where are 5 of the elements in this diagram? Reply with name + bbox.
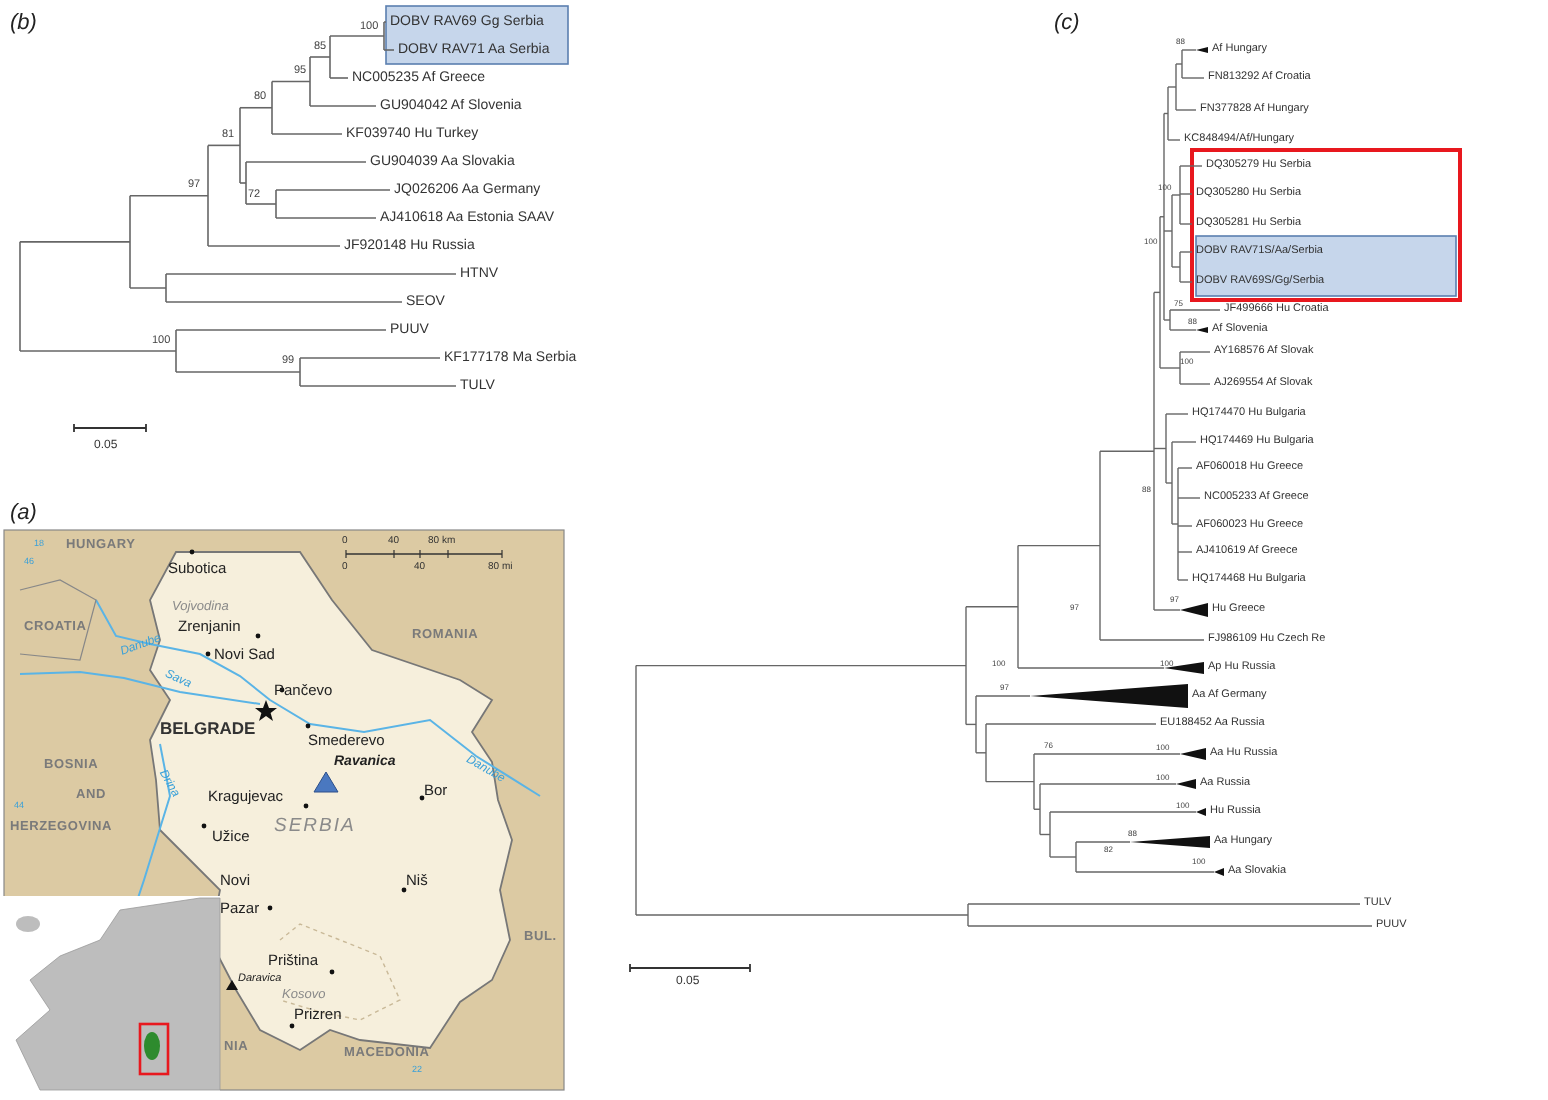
panel-label: (c) [1054,13,1080,35]
panel-label: (b) [10,13,37,35]
capital-label: BELGRADE [160,719,256,737]
country-label: SERBIA [274,816,356,836]
panel-label: (a) [10,503,37,525]
